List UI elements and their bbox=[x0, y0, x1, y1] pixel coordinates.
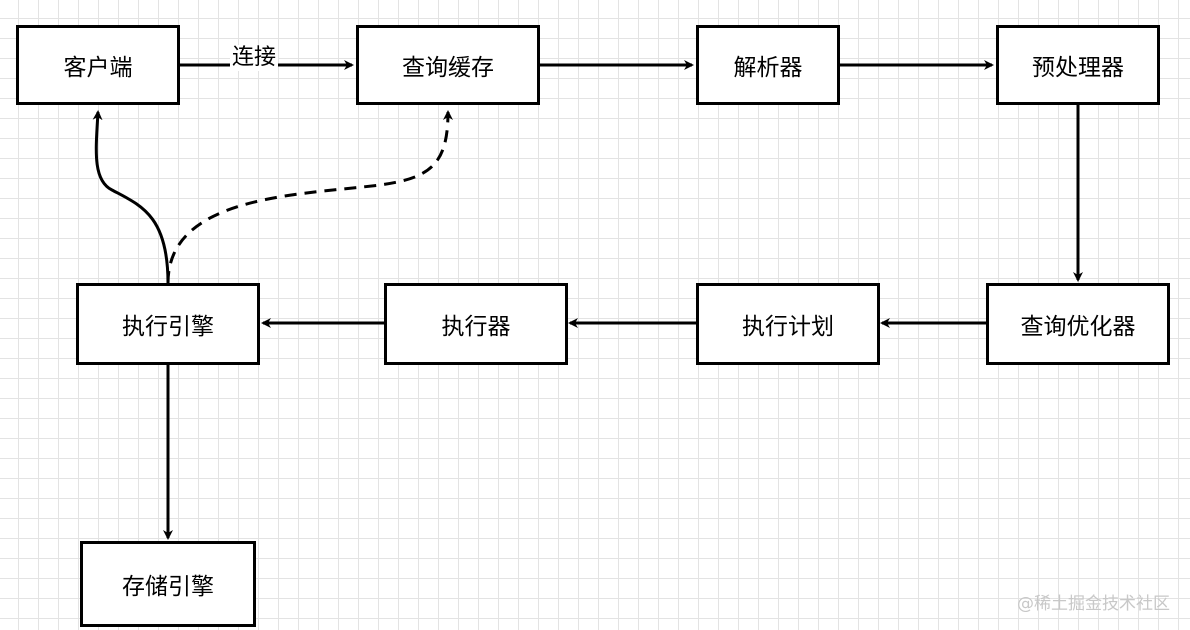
node-storage-engine: 存储引擎 bbox=[80, 541, 256, 627]
node-query-cache: 查询缓存 bbox=[356, 25, 540, 105]
node-parser: 解析器 bbox=[696, 25, 840, 105]
edge-execution-engine-to-query-cache bbox=[166, 110, 453, 284]
node-client: 客户端 bbox=[16, 25, 180, 105]
edge-execution-engine-to-client bbox=[92, 110, 170, 284]
node-query-optimizer: 查询优化器 bbox=[986, 283, 1170, 365]
node-execution-plan: 执行计划 bbox=[696, 283, 880, 365]
node-preprocessor: 预处理器 bbox=[996, 25, 1160, 105]
node-execution-engine: 执行引擎 bbox=[76, 283, 260, 365]
node-executor: 执行器 bbox=[384, 283, 568, 365]
edge-label-connect: 连接 bbox=[230, 45, 279, 71]
watermark: @稀土掘金技术社区 bbox=[1017, 594, 1170, 614]
